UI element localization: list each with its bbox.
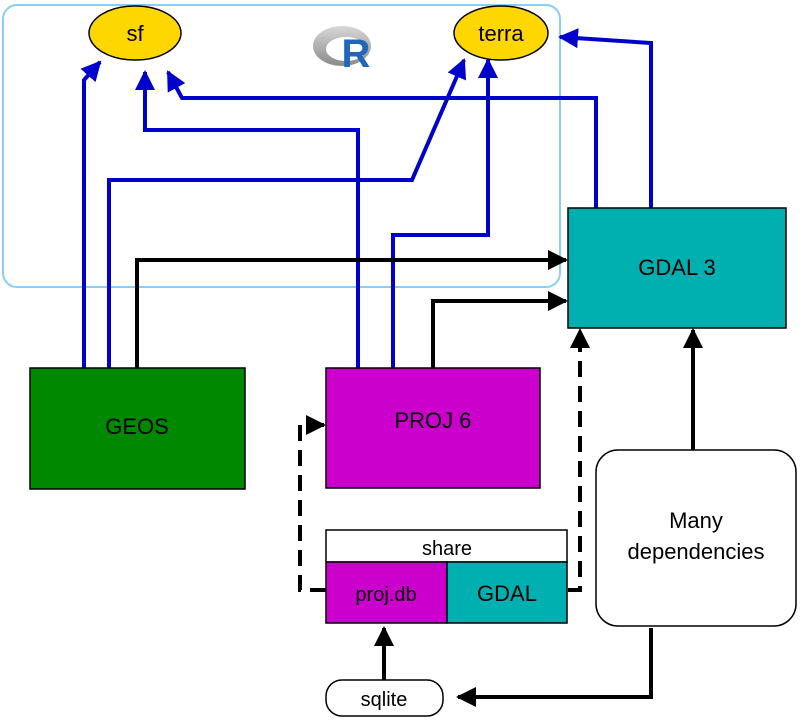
node-many-dependencies-line1: Many <box>669 508 723 533</box>
edge-sharegdal-gdal <box>568 328 590 592</box>
node-gdal3: GDAL 3 <box>567 207 787 329</box>
node-many-dependencies-line2: dependencies <box>627 539 764 564</box>
node-geos: GEOS <box>29 367 246 490</box>
node-sf-label: sf <box>126 21 144 46</box>
share-proj-db-cell <box>325 561 448 624</box>
node-geos-label: GEOS <box>105 414 169 439</box>
share-proj-db-label: proj.db <box>355 584 416 606</box>
node-share: share proj.db GDAL <box>325 529 568 624</box>
node-sqlite: sqlite <box>325 679 444 717</box>
edge-gdal-terra <box>558 28 653 208</box>
edge-deps-sqlite <box>456 628 653 707</box>
share-gdal-cell <box>446 561 568 624</box>
node-many-dependencies: Many dependencies <box>595 449 797 627</box>
share-header-label: share <box>422 538 472 560</box>
black-edges <box>135 250 703 707</box>
node-gdal3-label: GDAL 3 <box>638 255 715 280</box>
share-gdal-label: GDAL <box>477 581 537 606</box>
node-proj6-label: PROJ 6 <box>394 408 471 433</box>
edge-projdb-proj <box>298 415 326 592</box>
edge-proj-gdal <box>431 291 568 368</box>
blue-edges <box>80 28 653 368</box>
node-sf: sf <box>88 5 182 61</box>
edge-geos-sf <box>80 60 102 368</box>
r-logo: R <box>313 26 371 76</box>
node-sqlite-label: sqlite <box>361 689 408 711</box>
node-terra-label: terra <box>478 21 524 46</box>
edge-geos-terra <box>107 58 467 368</box>
node-proj6: PROJ 6 <box>325 367 541 489</box>
edge-geos-gdal <box>135 250 568 368</box>
r-region-box <box>2 4 561 288</box>
edge-gdal-sf <box>166 70 598 208</box>
node-terra: terra <box>453 5 549 61</box>
edge-proj-terra <box>391 58 498 368</box>
r-logo-letter: R <box>342 32 371 76</box>
edge-proj-sf <box>135 70 360 368</box>
